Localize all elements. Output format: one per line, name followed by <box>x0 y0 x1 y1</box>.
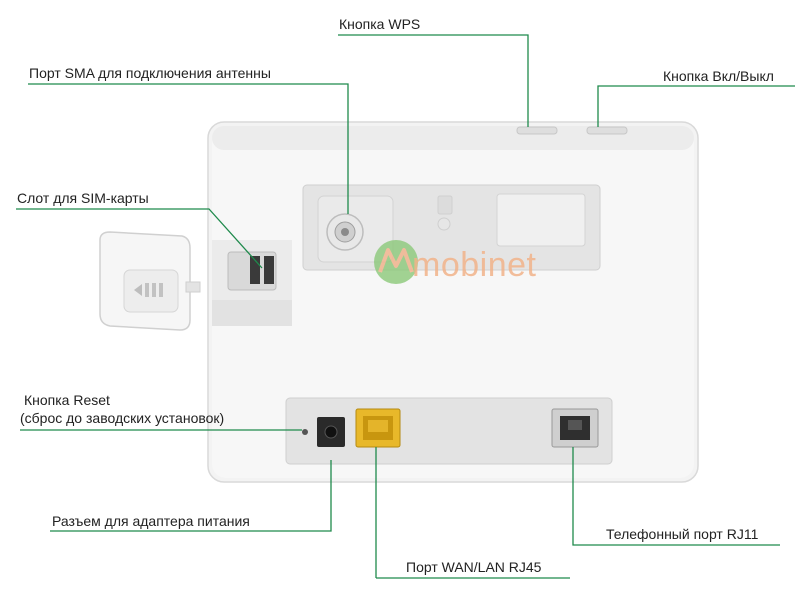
port-panel <box>285 397 613 465</box>
wps-button-shape <box>516 126 558 135</box>
upper-recess <box>302 184 601 271</box>
leader-sim <box>16 208 263 269</box>
label-wps: Кнопка WPS <box>339 16 421 32</box>
power-button-shape <box>586 126 628 135</box>
leader-power <box>597 85 795 127</box>
leader-wps <box>338 34 529 127</box>
watermark-logo <box>374 240 418 284</box>
leader-adapter <box>50 460 332 532</box>
watermark-text: mobinet <box>412 246 537 284</box>
label-sma: Порт SMA для подключения антенны <box>29 65 271 81</box>
sma-port-shape <box>326 213 364 251</box>
leader-phone <box>572 447 780 546</box>
label-phone: Телефонный порт RJ11 <box>606 526 759 542</box>
sim-cover-shape <box>99 231 201 331</box>
label-reset-line1: Кнопка Reset <box>24 392 110 408</box>
sim-slot-shape <box>212 240 292 326</box>
leader-sma <box>28 83 349 214</box>
label-reset-line2: (сброс до заводских установок) <box>20 410 225 426</box>
label-wan: Порт WAN/LAN RJ45 <box>406 559 542 575</box>
label-adapter: Разъем для адаптера питания <box>52 513 250 529</box>
label-sim: Слот для SIM-карты <box>17 190 149 206</box>
label-power: Кнопка Вкл/Выкл <box>663 68 774 84</box>
leader-lines <box>16 34 795 579</box>
